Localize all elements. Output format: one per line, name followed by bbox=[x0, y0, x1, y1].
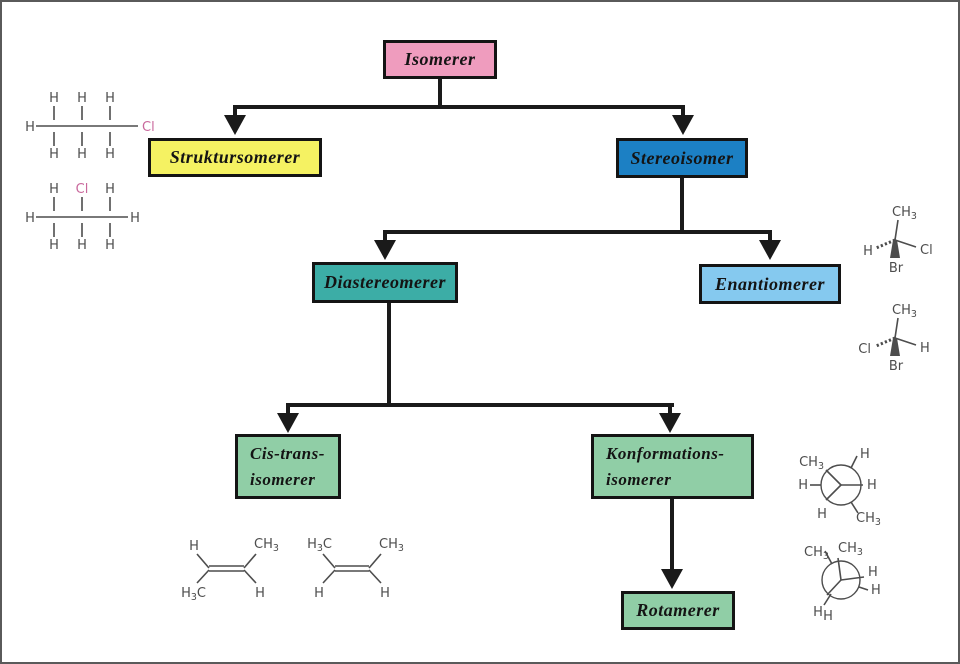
node-enantiomerer: Enantiomerer bbox=[699, 264, 841, 304]
atom-label-h: H bbox=[77, 238, 87, 253]
group-label-h3c: H3C bbox=[181, 586, 206, 603]
connector-cistrans-stub bbox=[286, 407, 290, 415]
structure-1-chloropropane: H H H H H H H Cl bbox=[25, 91, 155, 162]
atom-label-h: H bbox=[255, 586, 265, 601]
atom-label-h: H bbox=[798, 478, 808, 493]
arrowhead-diastereo bbox=[374, 240, 396, 260]
atom-label-h: H bbox=[863, 244, 873, 259]
group-label-ch3: CH3 bbox=[799, 455, 824, 472]
atom-label-br: Br bbox=[889, 359, 904, 374]
connector-diastereo-stub bbox=[383, 234, 387, 242]
atom-label-h: H bbox=[871, 583, 881, 598]
node-stereoisomer: Stereoisomer bbox=[616, 138, 748, 178]
connector-level3-horizontal bbox=[286, 403, 674, 407]
structure-newman-staggered: CH3 H H H H CH3 bbox=[798, 447, 881, 528]
arrowhead-struktur bbox=[224, 115, 246, 135]
atom-label-h: H bbox=[860, 447, 870, 462]
node-konformations-label-line1: Konformations- bbox=[606, 444, 725, 463]
atom-label-h: H bbox=[920, 341, 930, 356]
connector-stereo-stub bbox=[681, 109, 685, 117]
connector-diastereo-down bbox=[387, 303, 391, 407]
connector-isomerer-down bbox=[438, 79, 442, 109]
group-label-ch3: CH3 bbox=[892, 303, 917, 320]
node-enantiomerer-label: Enantiomerer bbox=[714, 273, 826, 294]
group-label-ch3: CH3 bbox=[254, 537, 279, 554]
node-cis-trans-label-line2: isomerer bbox=[250, 469, 316, 489]
node-stereoisomer-label: Stereoisomer bbox=[630, 147, 734, 168]
connector-level1-horizontal bbox=[233, 105, 685, 109]
connector-struktur-stub bbox=[233, 109, 237, 117]
atom-label-h: H bbox=[380, 586, 390, 601]
atom-label-h: H bbox=[105, 182, 115, 197]
atom-label-h: H bbox=[105, 147, 115, 162]
atom-label-h: H bbox=[189, 539, 199, 554]
atom-label-br: Br bbox=[889, 261, 904, 276]
arrowhead-rotamer bbox=[661, 569, 683, 589]
node-struktursomerer-label: Struktursomerer bbox=[169, 147, 301, 167]
structure-enantiomer-wedge-2: CH3 Cl H Br bbox=[858, 303, 930, 374]
node-cis-trans-isomerer: Cis-trans- isomerer bbox=[235, 434, 341, 499]
arrowhead-konformation bbox=[659, 413, 681, 433]
connector-stereo-down bbox=[680, 178, 684, 234]
atom-label-h: H bbox=[49, 147, 59, 162]
connector-enantio-stub bbox=[768, 234, 772, 242]
atom-label-h: H bbox=[105, 238, 115, 253]
atom-label-h: H bbox=[867, 478, 877, 493]
atom-label-h: H bbox=[49, 238, 59, 253]
node-isomerer-label: Isomerer bbox=[404, 49, 476, 69]
node-cis-trans-label-line1: Cis-trans- bbox=[250, 444, 325, 463]
node-rotamerer: Rotamerer bbox=[621, 591, 735, 630]
structure-enantiomer-wedge-1: CH3 H Cl Br bbox=[863, 205, 933, 276]
atom-label-h: H bbox=[49, 91, 59, 106]
node-isomerer: Isomerer bbox=[383, 40, 497, 79]
group-label-ch3: CH3 bbox=[379, 537, 404, 554]
structure-cis-2-butene: H3C CH3 H H bbox=[307, 537, 404, 601]
structure-trans-2-butene: H H3C CH3 H bbox=[181, 537, 279, 603]
connector-konformation-stub bbox=[668, 407, 672, 415]
node-diastereomerer: Diastereomerer bbox=[312, 262, 458, 303]
node-struktursomerer: Struktursomerer bbox=[148, 138, 322, 177]
node-diastereomerer-label: Diastereomerer bbox=[324, 272, 446, 292]
atom-label-h: H bbox=[817, 507, 827, 522]
node-rotamerer-label: Rotamerer bbox=[636, 600, 720, 620]
group-label-ch3: CH3 bbox=[856, 511, 881, 528]
group-label-ch3: CH3 bbox=[838, 542, 863, 558]
arrowhead-stereo bbox=[672, 115, 694, 135]
atom-label-cl: Cl bbox=[858, 342, 871, 357]
structure-newman-eclipsed: CH3 CH3 H H H H bbox=[804, 542, 881, 624]
atom-label-h: H bbox=[813, 605, 823, 620]
atom-label-h: H bbox=[314, 586, 324, 601]
group-label-ch3: CH3 bbox=[892, 205, 917, 222]
node-konformations-label-line2: isomerer bbox=[606, 469, 672, 489]
structure-2-chloropropane: H H H Cl H H H H bbox=[25, 182, 140, 253]
atom-label-h: H bbox=[77, 91, 87, 106]
atom-label-cl: Cl bbox=[142, 120, 155, 135]
group-label-h3c: H3C bbox=[307, 537, 332, 554]
arrowhead-cistrans bbox=[277, 413, 299, 433]
atom-label-h: H bbox=[868, 565, 878, 580]
connector-rotamer-down bbox=[670, 499, 674, 571]
arrowhead-enantio bbox=[759, 240, 781, 260]
node-konformations-isomerer: Konformations- isomerer bbox=[591, 434, 754, 499]
atom-label-h: H bbox=[130, 211, 140, 226]
group-label-ch3: CH3 bbox=[804, 545, 829, 562]
atom-label-h: H bbox=[25, 211, 35, 226]
atom-label-h: H bbox=[49, 182, 59, 197]
atom-label-cl: Cl bbox=[920, 243, 933, 258]
atom-label-h: H bbox=[823, 609, 833, 624]
atom-label-h: H bbox=[25, 120, 35, 135]
atom-label-h: H bbox=[105, 91, 115, 106]
atom-label-h: H bbox=[77, 147, 87, 162]
connector-level2-horizontal bbox=[383, 230, 772, 234]
atom-label-cl: Cl bbox=[76, 182, 89, 197]
